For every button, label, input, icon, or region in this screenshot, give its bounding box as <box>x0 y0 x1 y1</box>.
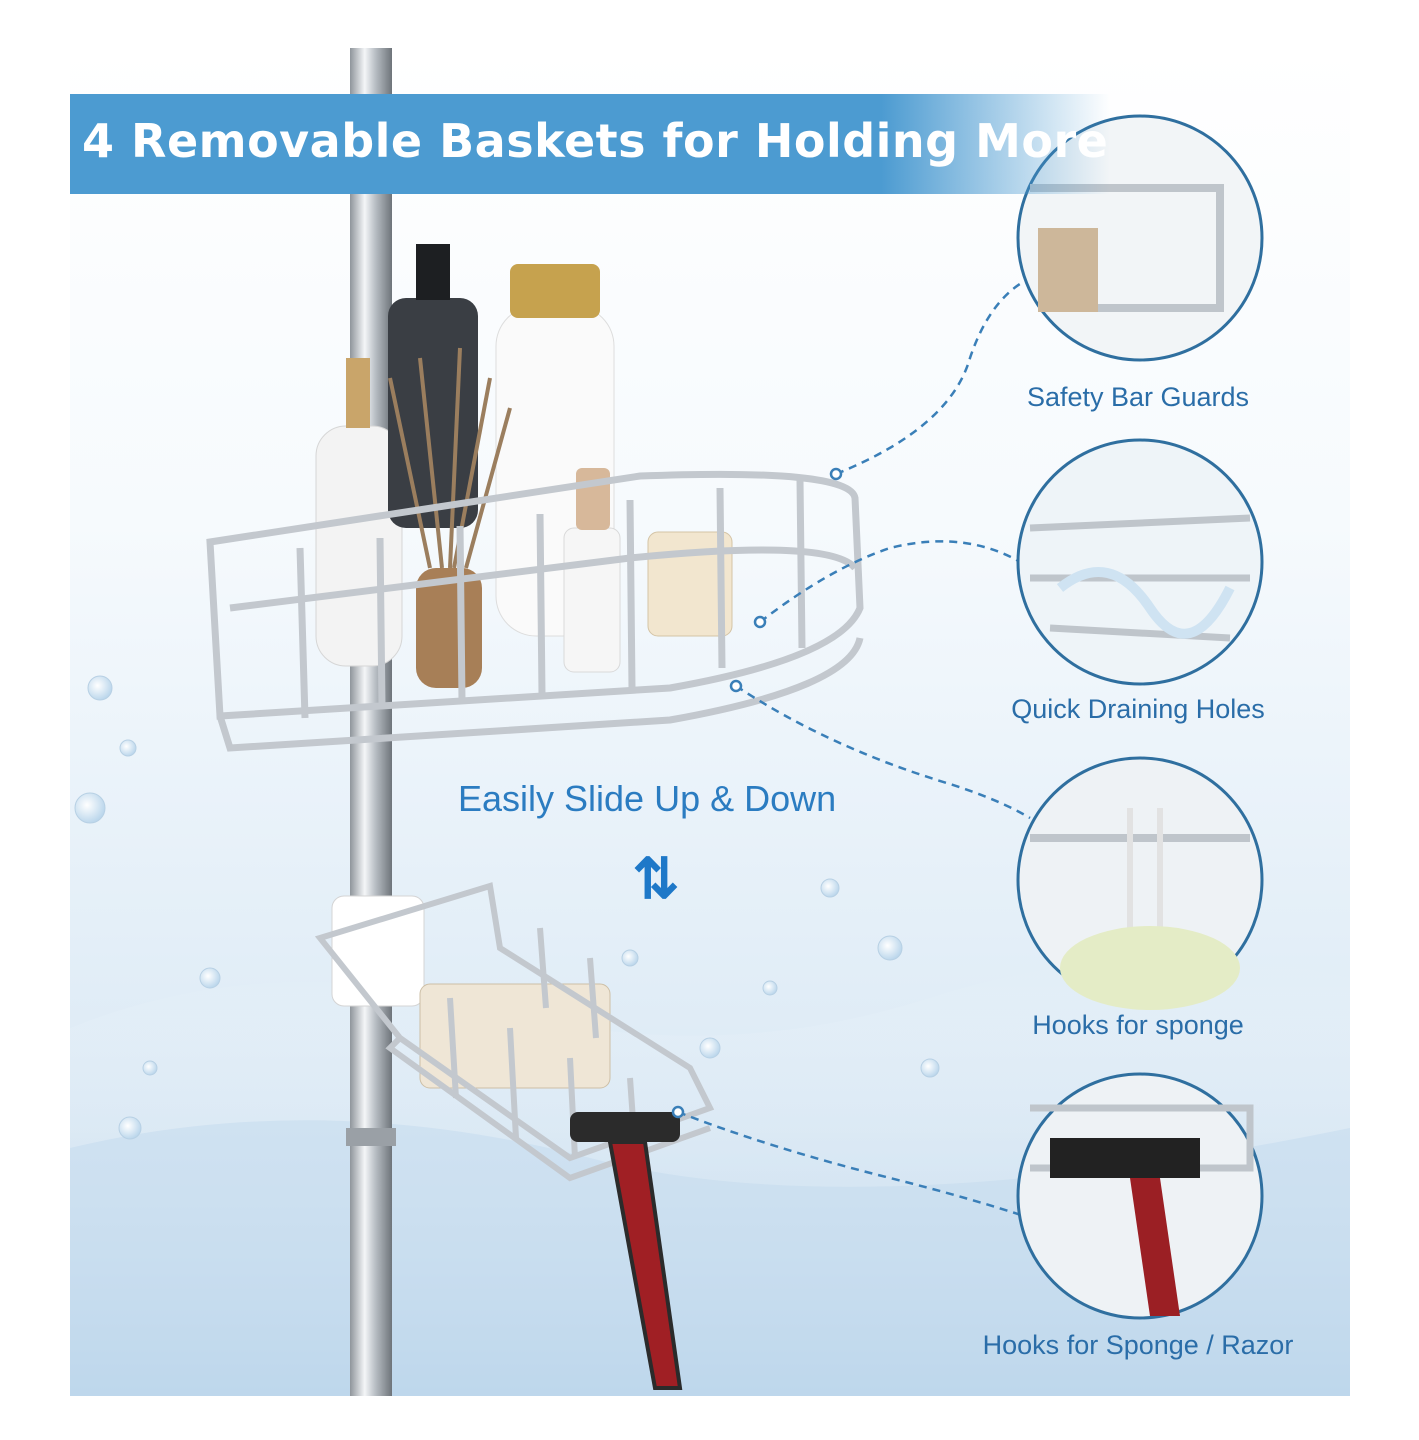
callout-dots <box>671 467 843 1119</box>
cleaner-bottle <box>563 527 621 673</box>
tension-pole <box>350 48 392 1396</box>
up-down-arrows-icon: ⇅ <box>632 847 680 910</box>
product-illustration <box>70 48 1350 1396</box>
corner-basket-top <box>206 244 864 752</box>
perfume-bottle <box>647 531 733 637</box>
soap-basket <box>314 882 715 1390</box>
detail-circle-razor-hook <box>1016 1072 1264 1320</box>
feature-caption-quick-draining-holes: Quick Draining Holes <box>1011 694 1265 724</box>
basket-wire <box>206 470 864 752</box>
rose-gold-cap <box>576 468 610 530</box>
detail-circle-draining-holes <box>1016 438 1264 686</box>
feature-caption-hooks-for-sponge-razor: Hooks for Sponge / Razor <box>982 1330 1294 1360</box>
dark-pump-cap <box>416 244 450 300</box>
razor-handle <box>607 1140 683 1390</box>
water-drops <box>74 675 940 1140</box>
gold-cap <box>510 264 600 318</box>
title-banner <box>70 94 1110 194</box>
feature-caption-hooks-for-sponge: Hooks for sponge <box>1032 1010 1244 1040</box>
callout-lines <box>677 276 1031 1220</box>
diffuser-jar <box>416 568 482 688</box>
pump-cap <box>346 358 370 428</box>
product-image: 4 Removable Baskets for Holding More Eas… <box>70 48 1350 1396</box>
pole-joint <box>346 1128 396 1146</box>
feature-caption-safety-bar-guards: Safety Bar Guards <box>1026 382 1250 412</box>
slide-label: Easily Slide Up & Down <box>458 778 837 819</box>
detail-circle-sponge-hook <box>1016 756 1264 1010</box>
razor-head <box>570 1112 680 1142</box>
banner-title: 4 Removable Baskets for Holding More <box>82 114 1109 168</box>
